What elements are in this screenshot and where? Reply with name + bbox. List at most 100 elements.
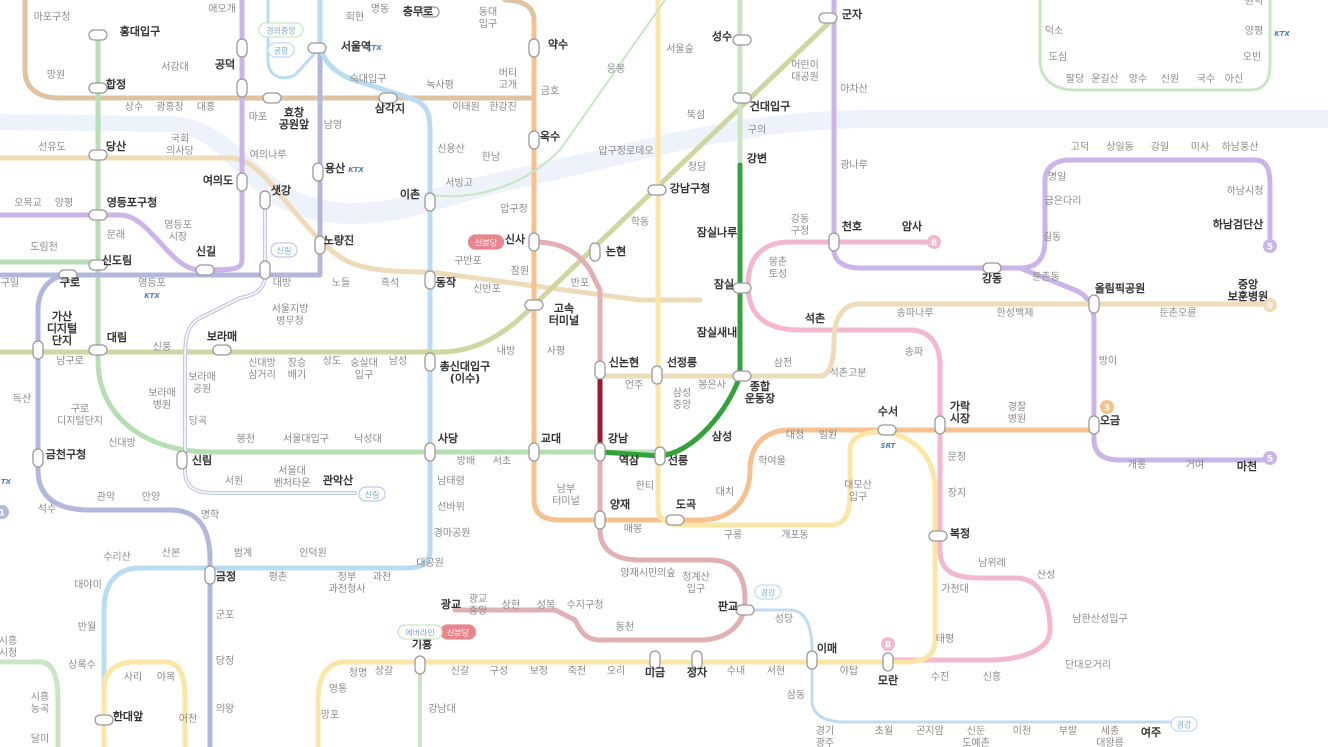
station-anyang[interactable]: 안양 <box>142 491 160 503</box>
station-seoul-station[interactable]: 서울역 <box>341 39 371 53</box>
transfer-node[interactable] <box>420 6 440 18</box>
station-bubal[interactable]: 부발 <box>1059 725 1077 737</box>
station-sinsa[interactable]: 신사 <box>505 232 526 246</box>
transfer-node[interactable] <box>982 262 1002 274</box>
transfer-node[interactable] <box>528 442 540 462</box>
transfer-node[interactable] <box>424 442 436 462</box>
station-dongcheon[interactable]: 동천 <box>616 621 634 633</box>
station-gwangnaru[interactable]: 광나루 <box>840 159 868 171</box>
station-sari[interactable]: 사리 <box>124 671 142 683</box>
station-gyeongma[interactable]: 경마공원 <box>434 526 471 539</box>
station-yangpyeong[interactable]: 양평 <box>55 197 73 209</box>
transfer-node[interactable] <box>877 424 897 436</box>
station-namhansanseong[interactable]: 남한산성입구 <box>1072 612 1127 625</box>
station-myeonghak[interactable]: 명학 <box>201 509 219 521</box>
station-aeogae[interactable]: 애오개 <box>208 3 236 15</box>
station-imae[interactable]: 이매 <box>817 641 837 655</box>
station-seolleung[interactable]: 선릉 <box>668 453 688 467</box>
station-suji-gu[interactable]: 수지구청 <box>567 599 604 611</box>
station-ogeum[interactable]: 오금 <box>1100 414 1120 427</box>
station-seokchon-gobun[interactable]: 석촌고분 <box>830 367 867 379</box>
station-seongsu[interactable]: 성수 <box>712 29 732 43</box>
station-samgakji[interactable]: 삼각지 <box>375 101 405 115</box>
station-chongshin[interactable]: 총신대입구(이수) <box>440 359 491 385</box>
station-bangi[interactable]: 방이 <box>1099 355 1117 367</box>
station-dunchon-oryun[interactable]: 둔촌오륜 <box>1160 307 1197 319</box>
station-dangjeong[interactable]: 당정 <box>216 655 234 667</box>
transfer-node[interactable] <box>732 282 752 294</box>
station-gacheon[interactable]: 가천대 <box>941 583 969 595</box>
transfer-node[interactable] <box>314 235 326 255</box>
transfer-node[interactable] <box>259 260 271 280</box>
station-nakseongdae[interactable]: 낙성대 <box>354 433 382 445</box>
station-sapyeong[interactable]: 사평 <box>547 345 565 357</box>
station-noryangjin[interactable]: 노량진 <box>324 233 354 247</box>
station-suri[interactable]: 수리산 <box>103 551 131 563</box>
station-singil[interactable]: 신길 <box>196 244 216 258</box>
station-gwangheungchang[interactable]: 광흥창 <box>156 100 184 113</box>
transfer-node[interactable] <box>58 269 78 281</box>
transfer-node[interactable] <box>88 344 108 356</box>
station-namwirye[interactable]: 남위례 <box>978 556 1006 569</box>
station-namseong[interactable]: 남성 <box>389 355 407 367</box>
station-giheung[interactable]: 기흥 <box>412 637 432 651</box>
transfer-node[interactable] <box>259 190 271 210</box>
station-daebang[interactable]: 대방 <box>273 277 291 289</box>
station-maebong[interactable]: 매봉 <box>624 523 642 535</box>
station-daeyami[interactable]: 대야미 <box>74 579 102 591</box>
station-noksapyeong[interactable]: 녹사평 <box>426 79 454 91</box>
station-sanbon[interactable]: 산본 <box>162 547 180 559</box>
transfer-node[interactable] <box>204 565 216 585</box>
station-achasan[interactable]: 아차산 <box>840 83 868 95</box>
station-sanseong[interactable]: 산성 <box>1037 569 1055 581</box>
station-daecheong[interactable]: 대청 <box>786 429 804 441</box>
station-hanam-cityhall[interactable]: 하남시청 <box>1227 184 1264 197</box>
station-uiwang[interactable]: 의왕 <box>216 703 234 715</box>
station-omokgyo[interactable]: 오목교 <box>14 197 42 209</box>
transfer-node[interactable] <box>312 162 324 182</box>
station-pangyo[interactable]: 판교 <box>718 599 738 613</box>
station-gangil[interactable]: 강일 <box>1151 141 1169 153</box>
station-sunae[interactable]: 수내 <box>727 665 745 677</box>
station-cheonho[interactable]: 천호 <box>842 219 862 233</box>
station-hanseong-baekje[interactable]: 한성백제 <box>997 307 1034 319</box>
station-sangnoksu[interactable]: 상록수 <box>68 659 96 671</box>
station-jangji[interactable]: 장지 <box>948 487 966 499</box>
transfer-node[interactable] <box>882 652 894 672</box>
station-sookdae[interactable]: 숙대입구 <box>350 72 387 85</box>
station-namyeong[interactable]: 남영 <box>324 119 342 131</box>
station-jeongja[interactable]: 정자 <box>687 665 708 679</box>
station-daeheung[interactable]: 대흥 <box>197 100 215 113</box>
transfer-node[interactable] <box>414 655 426 675</box>
station-yeongtong[interactable]: 영통 <box>329 683 347 695</box>
station-obin[interactable]: 오빈 <box>1243 51 1261 63</box>
station-samseong[interactable]: 삼성 <box>712 429 732 443</box>
station-geumcheon-gu[interactable]: 금천구청 <box>46 447 86 461</box>
station-seonyudo[interactable]: 선유도 <box>38 141 66 153</box>
transfer-node[interactable] <box>1088 294 1100 314</box>
transfer-node[interactable] <box>654 446 666 466</box>
station-macheon[interactable]: 마천 <box>1237 459 1257 473</box>
station-olympic-park[interactable]: 올림픽공원 <box>1095 281 1146 295</box>
station-gongdeok[interactable]: 공덕 <box>215 57 235 71</box>
station-icheon[interactable]: 이천 <box>1013 725 1031 737</box>
station-munjeong[interactable]: 문정 <box>948 451 966 463</box>
station-amsa[interactable]: 암사 <box>902 219 923 233</box>
station-geumho[interactable]: 금호 <box>541 85 559 97</box>
station-ungilsan[interactable]: 운길산 <box>1091 72 1119 85</box>
transfer-node[interactable] <box>691 650 703 670</box>
station-bokjeong[interactable]: 복정 <box>950 526 970 540</box>
station-yangsu[interactable]: 양수 <box>1129 73 1147 85</box>
